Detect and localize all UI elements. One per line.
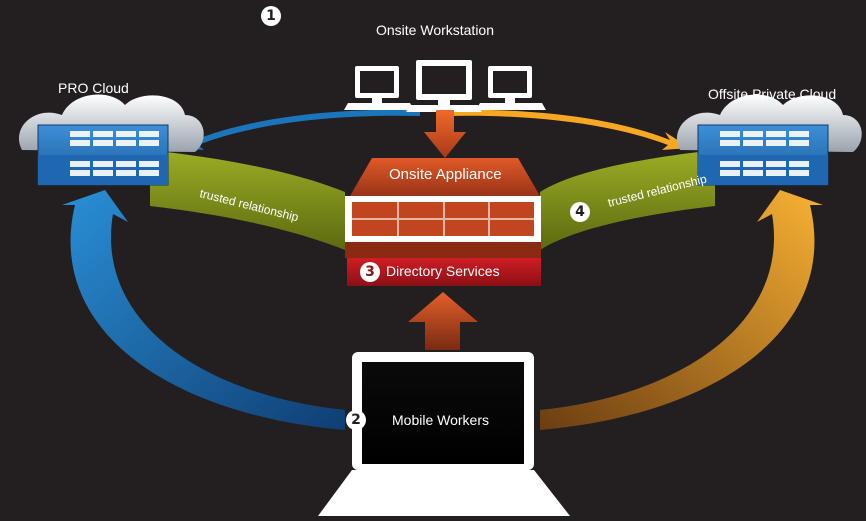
badge-3: 3 xyxy=(360,262,380,282)
right-trusted-band xyxy=(540,150,715,250)
offsite-cloud-icon xyxy=(676,94,862,186)
workstation-icons xyxy=(344,60,546,112)
badge-4: 4 xyxy=(570,202,590,222)
left-trusted-band xyxy=(150,150,345,250)
badge-1: 1 xyxy=(261,6,281,26)
top-blue-arrow xyxy=(178,109,420,150)
offsite-cloud-label: Offsite Private Cloud xyxy=(708,86,837,102)
orange-flow-arc xyxy=(540,190,823,430)
laptop-icon xyxy=(318,352,570,516)
pro-cloud-icon xyxy=(18,94,204,186)
mobile-to-directory-arrow xyxy=(408,292,478,350)
mobile-workers-label: Mobile Workers xyxy=(392,412,489,428)
blue-flow-arc xyxy=(62,190,345,430)
workstation-left xyxy=(344,66,414,110)
directory-services-label: Directory Services xyxy=(386,263,500,279)
workstation-label: Onsite Workstation xyxy=(376,22,495,38)
workstation-center xyxy=(406,60,482,112)
pro-cloud-label: PRO Cloud xyxy=(58,80,129,96)
top-orange-arrow xyxy=(445,109,690,150)
onsite-appliance-icon xyxy=(345,158,541,258)
badge-2: 2 xyxy=(346,410,366,430)
appliance-label: Onsite Appliance xyxy=(389,166,502,183)
workstation-to-appliance-arrow xyxy=(424,110,466,158)
workstation-right xyxy=(476,66,546,110)
